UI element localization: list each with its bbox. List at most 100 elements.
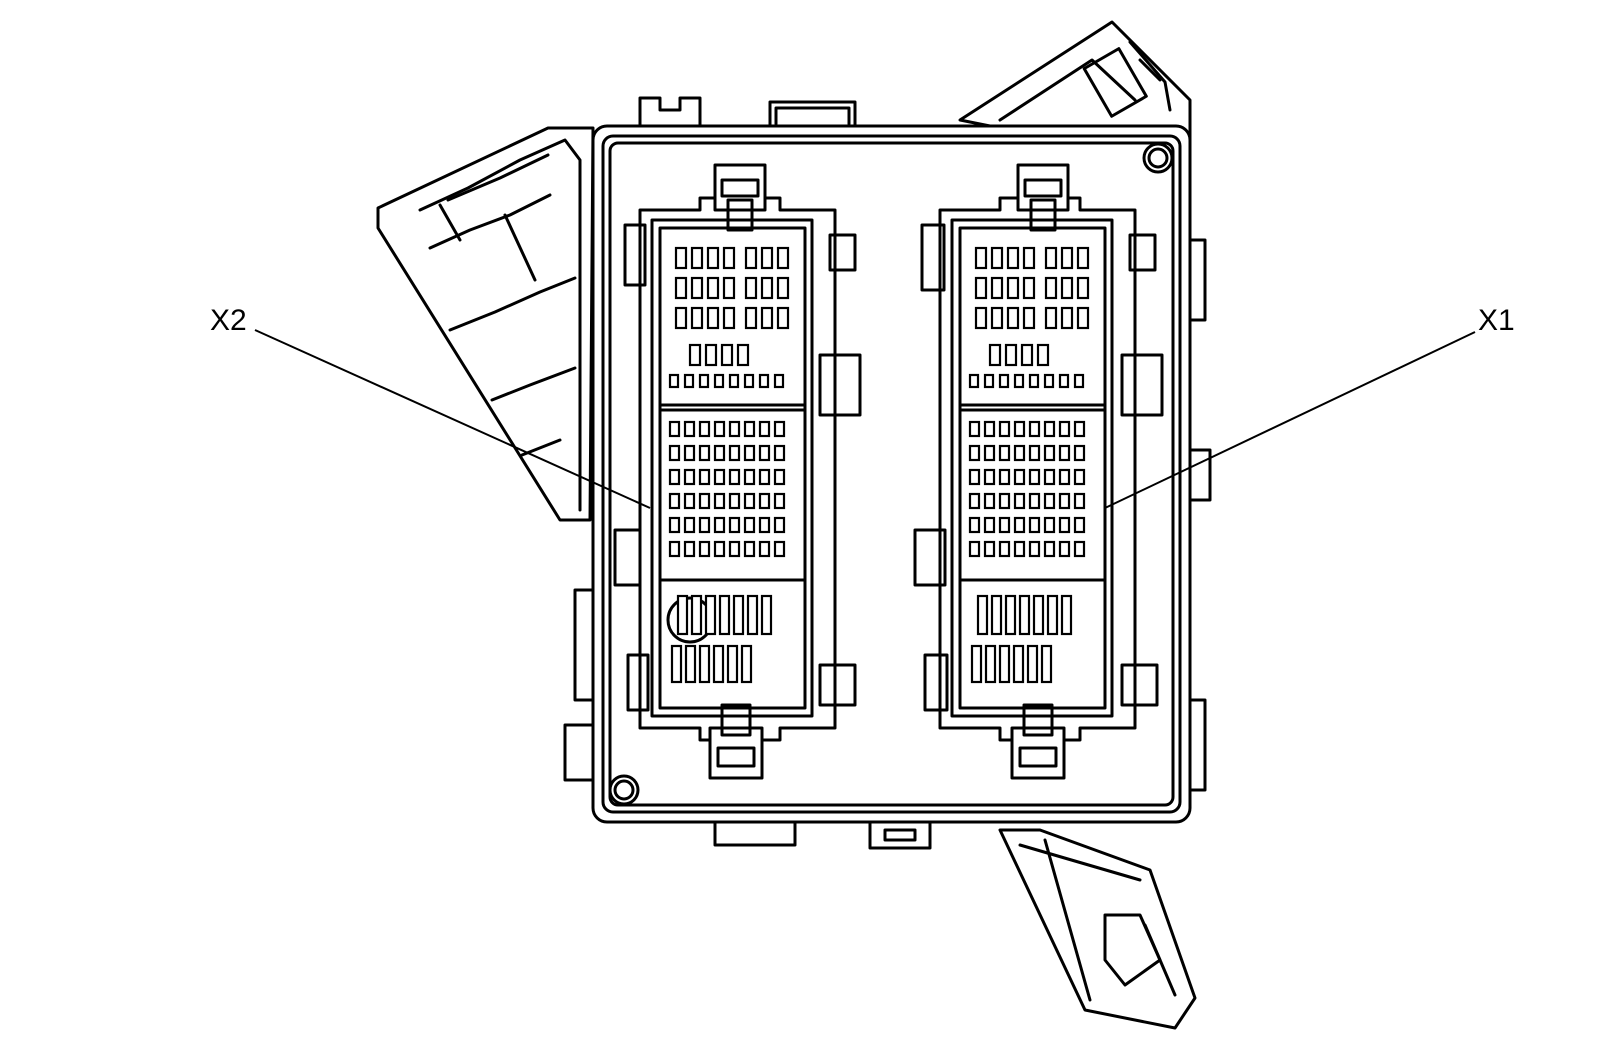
x2-terminal-slot: [728, 373, 740, 389]
x2-terminal-slot: [683, 468, 696, 486]
x2-terminal-slot: [698, 444, 711, 462]
x1-power-terminal: [998, 644, 1011, 684]
x2-terminal-slot: [728, 540, 741, 558]
x1-terminal-slot: [1073, 373, 1085, 389]
x2-terminal-slot: [728, 420, 741, 438]
x1-power-terminal: [1004, 594, 1017, 636]
x1-terminal-slot: [1044, 246, 1058, 270]
x2-terminal-slot: [674, 246, 688, 270]
x2-terminal-slot: [758, 420, 771, 438]
x2-terminal-slot: [698, 420, 711, 438]
x2-terminal-slot: [760, 246, 774, 270]
x2-terminal-slot: [773, 516, 786, 534]
x1-power-terminal: [990, 594, 1003, 636]
x2-terminal-slot: [744, 276, 758, 300]
x1-terminal-slot: [1028, 444, 1041, 462]
x2-terminal-slot: [668, 492, 681, 510]
x2-terminal-slot: [773, 444, 786, 462]
x1-terminal-slot: [998, 468, 1011, 486]
x1-terminal-slot: [1013, 420, 1026, 438]
x1-power-terminal: [970, 644, 983, 684]
x2-terminal-slot: [674, 276, 688, 300]
x1-terminal-slot: [983, 444, 996, 462]
x2-terminal-slot: [690, 306, 704, 330]
x2-terminal-slot: [713, 492, 726, 510]
side-tabs: [563, 238, 1212, 792]
x2-terminal-slot: [713, 444, 726, 462]
x2-terminal-slot: [683, 444, 696, 462]
x2-terminal-slot: [713, 420, 726, 438]
x1-terminal-slot: [983, 516, 996, 534]
x2-terminal-slot: [728, 492, 741, 510]
x2-terminal-slot: [668, 373, 680, 389]
x2-terminal-slot: [713, 373, 725, 389]
x2-terminal-slot: [758, 373, 770, 389]
x1-terminal-slot: [968, 468, 981, 486]
x1-terminal-slot: [1013, 373, 1025, 389]
x2-terminal-slot: [728, 468, 741, 486]
x1-power-terminal: [976, 594, 989, 636]
x1-power-terminal: [1026, 644, 1039, 684]
x1-terminal-slot: [974, 246, 988, 270]
x1-terminal-slot: [974, 276, 988, 300]
x1-terminal-slot: [974, 306, 988, 330]
x2-terminal-slot: [683, 540, 696, 558]
x2-terminal-slot: [743, 444, 756, 462]
x2-terminal-slot: [720, 343, 734, 367]
x1-terminal-slot: [968, 420, 981, 438]
x1-power-terminal: [984, 644, 997, 684]
x2-terminal-slot: [743, 516, 756, 534]
x1-terminal-slot: [983, 492, 996, 510]
x2-terminal-slot: [722, 276, 736, 300]
x2-terminal-slot: [758, 468, 771, 486]
x2-terminal-slot: [713, 540, 726, 558]
x2-terminal-slot: [728, 444, 741, 462]
top-tabs: [638, 96, 857, 130]
x1-terminal-slot: [1013, 468, 1026, 486]
x2-terminal-slot: [743, 540, 756, 558]
x2-terminal-slot: [744, 306, 758, 330]
x2-power-terminal: [760, 594, 773, 636]
x1-terminal-slot: [1022, 276, 1036, 300]
x2-terminal-slot: [758, 540, 771, 558]
x2-power-terminal: [732, 594, 745, 636]
x2-terminal-slot: [758, 444, 771, 462]
x2-power-terminal: [676, 594, 689, 636]
x2-terminal-slot: [706, 276, 720, 300]
x1-terminal-slot: [998, 492, 1011, 510]
x2-label: X2: [210, 304, 247, 337]
x1-terminal-slot: [968, 516, 981, 534]
x1-terminal-slot: [1076, 276, 1090, 300]
x1-terminal-slot: [1028, 516, 1041, 534]
terminal-slots: [668, 246, 1090, 684]
x2-terminal-slot: [668, 516, 681, 534]
x1-terminal-slot: [1043, 516, 1056, 534]
x1-terminal-slot: [1043, 420, 1056, 438]
x2-terminal-slot: [773, 468, 786, 486]
x2-terminal-slot: [776, 246, 790, 270]
x2-terminal-slot: [743, 468, 756, 486]
x1-terminal-slot: [1013, 444, 1026, 462]
x2-terminal-slot: [722, 306, 736, 330]
x1-terminal-slot: [1043, 492, 1056, 510]
x2-terminal-slot: [704, 343, 718, 367]
x1-terminal-slot: [1076, 246, 1090, 270]
x1-terminal-slot: [1073, 420, 1086, 438]
x1-terminal-slot: [1058, 420, 1071, 438]
callouts: X2 X1: [210, 304, 1515, 509]
x1-power-terminal: [1032, 594, 1045, 636]
x2-terminal-slot: [773, 492, 786, 510]
x1-terminal-slot: [998, 373, 1010, 389]
x2-power-terminal: [704, 594, 717, 636]
x2-power-terminal: [684, 644, 697, 684]
x1-terminal-slot: [1022, 246, 1036, 270]
x1-terminal-slot: [990, 246, 1004, 270]
x2-terminal-slot: [683, 516, 696, 534]
x1-terminal-slot: [983, 540, 996, 558]
x1-terminal-slot: [1058, 540, 1071, 558]
x2-terminal-slot: [706, 246, 720, 270]
x2-power-terminal: [712, 644, 725, 684]
x1-terminal-slot: [1022, 306, 1036, 330]
x2-leader-line: [254, 329, 651, 509]
